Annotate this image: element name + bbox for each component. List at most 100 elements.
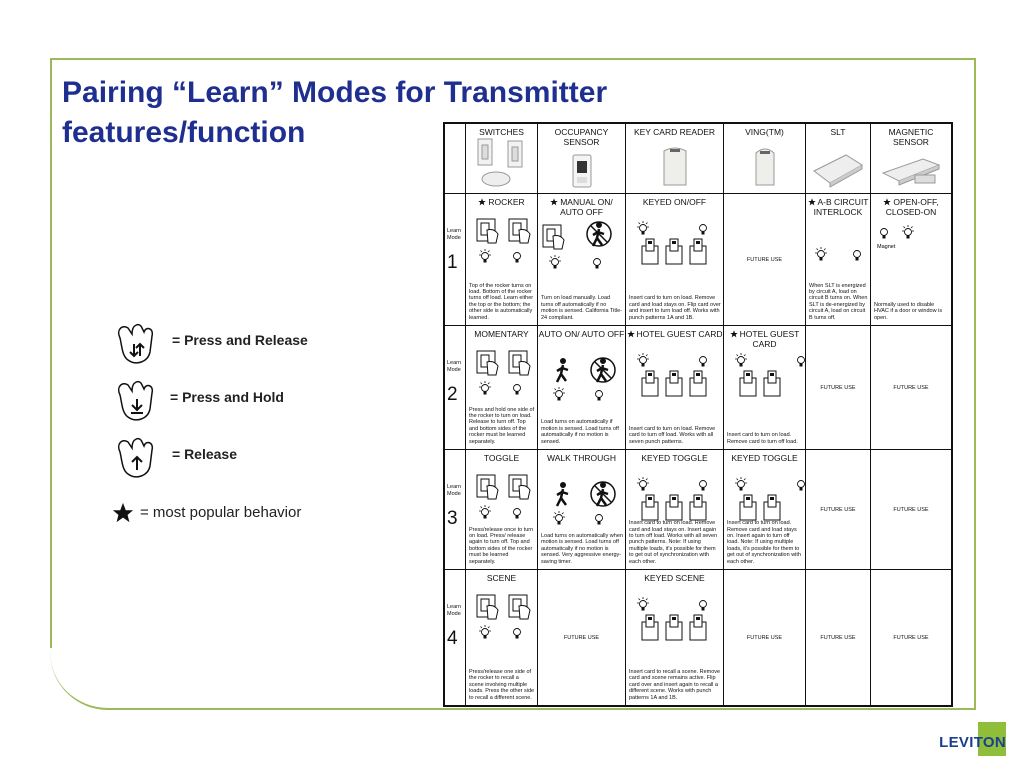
legend-popular: = most popular behavior <box>112 500 352 526</box>
learn-mode-cell: Learn Mode 4 <box>445 570 466 705</box>
cell-description: Insert card to turn on load. Remove card… <box>629 295 721 321</box>
card-reader-icon <box>738 494 758 527</box>
key-card-reader-icon <box>663 147 686 186</box>
cell-magnetic: FUTURE USE <box>871 450 951 570</box>
learn-mode-label: Learn Mode <box>447 604 462 617</box>
legend-press-release: = Press and Release <box>112 318 352 370</box>
rocker-hand-icon <box>476 474 500 505</box>
learn-mode-number: 4 <box>447 628 458 649</box>
cell-title: HOTEL GUEST CARD <box>626 326 723 339</box>
card-reader-icon <box>640 614 660 647</box>
header-slt: SLT <box>806 124 871 194</box>
legend-label: = Release <box>172 446 237 462</box>
cell-magnetic: FUTURE USE <box>871 570 951 705</box>
logo-green-block <box>978 722 1006 756</box>
learn-mode-label: Learn Mode <box>447 228 462 241</box>
bulb-off-icon <box>592 510 606 531</box>
bulb-off-icon <box>794 476 805 497</box>
cell-title: ROCKER <box>466 194 537 207</box>
cell-ving: FUTURE USE <box>724 570 806 705</box>
learn-mode-number: 2 <box>447 384 458 405</box>
magnet-label: Magnet <box>877 244 896 250</box>
card-reader-icon <box>688 614 708 647</box>
future-use-label: FUTURE USE <box>820 384 856 391</box>
slide-frame <box>50 58 976 710</box>
header-key-card-reader: KEY CARD READER <box>626 124 724 194</box>
cell-occupancy: FUTURE USE <box>538 570 626 705</box>
rocker-hand-icon <box>542 224 566 255</box>
slt-device-icon <box>813 154 863 188</box>
bulb-off-icon <box>590 254 604 275</box>
leviton-logo: LEVITON <box>922 722 1006 756</box>
bulb-off-icon <box>696 596 710 617</box>
bulb-off-icon <box>794 352 805 373</box>
rocker-hand-icon <box>508 218 532 249</box>
rocker-hand-icon <box>508 474 532 505</box>
cell-slt: FUTURE USE <box>806 450 871 570</box>
bulb-off-icon <box>510 248 524 269</box>
cell-description: Normally used to disable HVAC if a door … <box>874 301 943 321</box>
future-use-label: FUTURE USE <box>820 634 856 641</box>
rocker-hand-icon <box>508 350 532 381</box>
star-icon <box>112 502 134 523</box>
table-grid: SWITCHES OCCUPANCY SENSOR KEY CARD READE… <box>445 124 951 705</box>
star-icon <box>626 330 635 338</box>
rocker-hand-icon <box>476 594 500 625</box>
rocker-hand-icon <box>476 218 500 249</box>
cell-title: AUTO ON/ AUTO OFF <box>538 329 625 339</box>
bulb-off-icon <box>510 504 524 525</box>
no-motion-icon <box>590 480 616 513</box>
future-use-label: FUTURE USE <box>893 384 929 391</box>
cell-title: KEYED TOGGLE <box>731 453 798 463</box>
card-reader-icon <box>762 370 782 403</box>
bulb-on-icon <box>734 476 748 497</box>
rocker-hand-icon <box>476 350 500 381</box>
cell-ving: FUTURE USE <box>724 194 806 326</box>
card-reader-icon <box>664 370 684 403</box>
cell-description: Insert card to recall a scene. Remove ca… <box>629 668 721 701</box>
bulb-on-icon <box>478 504 492 525</box>
learn-mode-label: Learn Mode <box>447 360 462 373</box>
cell-slt: FUTURE USE <box>806 326 871 450</box>
bulb-on-icon <box>636 352 650 373</box>
future-use-label: FUTURE USE <box>820 506 856 513</box>
cell-title: A-B CIRCUIT INTERLOCK <box>806 194 870 217</box>
card-reader-icon <box>664 494 684 527</box>
cell-description: Load turns on automatically if motion is… <box>541 419 619 445</box>
walking-person-icon <box>550 480 576 513</box>
star-icon <box>478 198 486 206</box>
bulb-on-icon <box>901 224 915 245</box>
cell-description: Insert card to turn on load. Remove card… <box>727 432 798 445</box>
future-use-label: FUTURE USE <box>893 634 929 641</box>
learn-mode-table: SWITCHES OCCUPANCY SENSOR KEY CARD READE… <box>443 122 953 707</box>
future-use-label: FUTURE USE <box>746 256 783 263</box>
cell-description: Turn on load manually. Load turns off au… <box>541 295 623 321</box>
card-reader-icon <box>664 238 684 271</box>
cell-title: KEYED SCENE <box>644 573 705 583</box>
card-reader-icon <box>640 494 660 527</box>
logo-text: LEVITON <box>939 734 1006 751</box>
bulb-on-icon <box>636 596 650 617</box>
cell-description: Insert card to turn on load. Remove card… <box>629 520 718 565</box>
header-ving: VING(TM) <box>724 124 806 194</box>
occupancy-sensor-icon <box>572 154 591 188</box>
star-icon <box>883 198 891 206</box>
cell-keycard: KEYED SCENE Insert card to recall a scene… <box>626 570 724 705</box>
cell-title: KEYED TOGGLE <box>641 453 708 463</box>
card-reader-icon <box>640 370 660 403</box>
card-reader-icon <box>688 494 708 527</box>
legend-label: = Press and Release <box>172 332 308 348</box>
future-use-label: FUTURE USE <box>563 634 600 641</box>
cell-title: MANUAL ON/ AUTO OFF <box>538 194 625 217</box>
legend-label: = Press and Hold <box>170 389 284 405</box>
learn-mode-cell: Learn Mode 2 <box>445 326 466 450</box>
no-motion-icon <box>590 356 616 389</box>
ving-device-icon <box>755 148 774 186</box>
learn-mode-number: 3 <box>447 508 458 529</box>
press-release-hand-icon <box>117 323 154 364</box>
